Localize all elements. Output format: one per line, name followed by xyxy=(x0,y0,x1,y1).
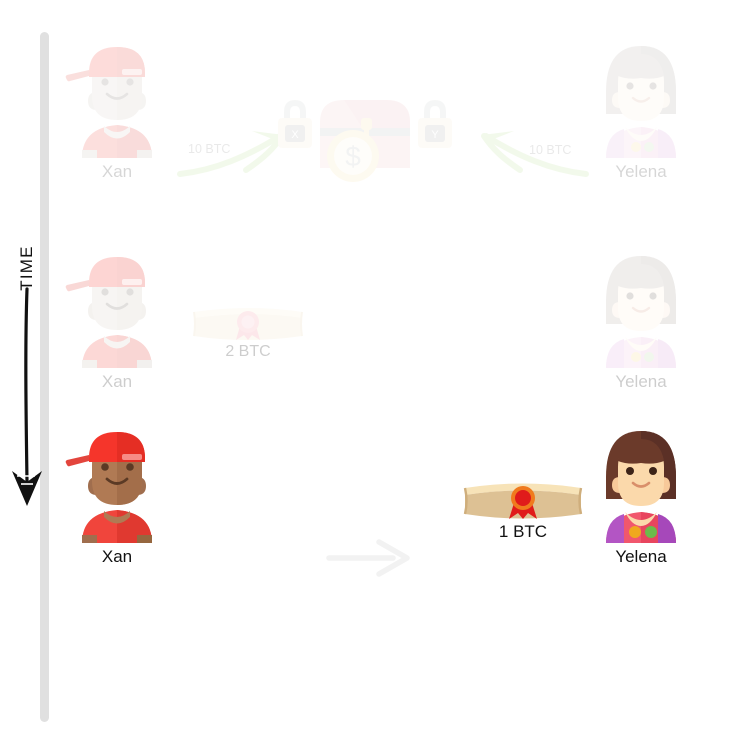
certificate-scroll-icon xyxy=(193,308,303,340)
grey-arrow-right xyxy=(325,536,411,580)
certificate-scroll-icon xyxy=(463,483,583,519)
actor-yelena-row1: Yelena xyxy=(576,30,706,182)
row-xan-sends: Xan 2 BTC xyxy=(0,240,750,577)
treasure-chest-icon xyxy=(320,100,410,168)
boy-red-cap-avatar xyxy=(65,257,152,368)
actor-yelena-row2: Yelena xyxy=(576,240,706,392)
actor-xan-row3: Xan xyxy=(52,415,182,567)
actor-name-label: Yelena xyxy=(615,547,667,566)
lock-y-icon: Y xyxy=(418,100,452,148)
actor-yelena-row3: Yelena xyxy=(576,415,706,567)
row-escrow-funding: Xan 10 BTC X xyxy=(0,30,750,210)
boy-red-cap-avatar xyxy=(65,47,152,158)
certificate-scroll-1btc: 1 BTC xyxy=(460,475,586,542)
girl-bob-hair-avatar xyxy=(606,431,676,543)
actor-name-label: Xan xyxy=(101,162,133,181)
actor-name-label: Yelena xyxy=(615,372,667,391)
svg-text:X: X xyxy=(291,129,299,141)
svg-text:Y: Y xyxy=(431,129,439,141)
actor-name-label: Xan xyxy=(101,547,133,566)
timeline-bar xyxy=(40,32,49,722)
actor-name-label: Yelena xyxy=(615,162,667,181)
boy-red-cap-avatar xyxy=(65,432,152,543)
svg-text:$: $ xyxy=(345,141,361,172)
girl-bob-hair-avatar xyxy=(606,256,676,368)
amount-label-1btc: 1 BTC xyxy=(498,522,548,541)
actor-name-label: Xan xyxy=(101,372,133,391)
lock-x-icon: X xyxy=(278,100,312,148)
green-arrow-right xyxy=(176,126,296,182)
time-direction-arrow-icon xyxy=(12,287,42,506)
amount-label-10btc-left: 10 BTC xyxy=(188,142,231,156)
row-yelena-sends: Xan 1 BTC xyxy=(0,415,750,580)
green-arrow-left xyxy=(470,126,590,182)
escrow-chest-group: X $ xyxy=(268,78,468,198)
dollar-coin-icon: $ xyxy=(327,130,379,182)
actor-xan-row2: Xan xyxy=(52,240,182,392)
certificate-scroll-2btc: 2 BTC xyxy=(190,300,306,361)
actor-xan-row1: Xan xyxy=(52,30,182,182)
amount-label-2btc: 2 BTC xyxy=(225,343,271,360)
girl-bob-hair-avatar xyxy=(606,46,676,158)
amount-label-10btc-right: 10 BTC xyxy=(529,143,572,157)
